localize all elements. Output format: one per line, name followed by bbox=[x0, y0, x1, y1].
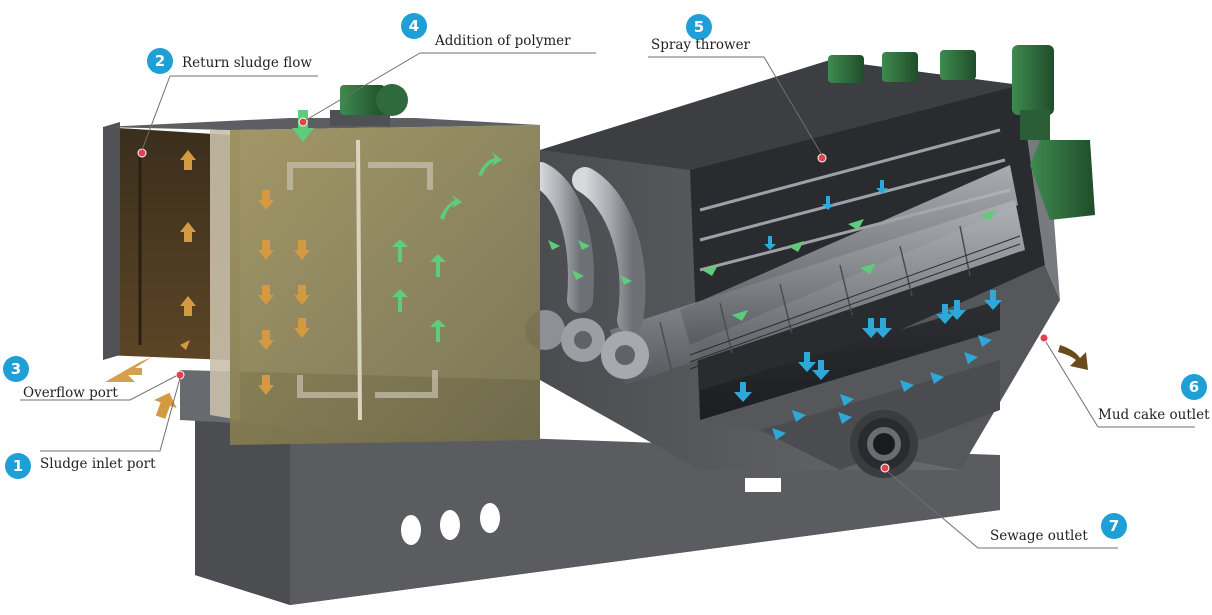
callout-6-label: Mud cake outlet bbox=[1098, 407, 1210, 423]
callout-6-badge: 6 bbox=[1181, 374, 1207, 400]
callout-5-badge: 5 bbox=[686, 14, 712, 40]
callout-1-badge: 1 bbox=[5, 453, 31, 479]
callout-4-label: Addition of polymer bbox=[435, 33, 571, 49]
callout-3-badge: 3 bbox=[3, 356, 29, 382]
base-hole bbox=[480, 503, 500, 533]
callout-5-label: Spray thrower bbox=[651, 37, 751, 53]
sludge-arrows bbox=[105, 150, 310, 419]
mixing-tank bbox=[103, 118, 540, 445]
drive-motors bbox=[828, 45, 1095, 220]
callout-2-badge: 2 bbox=[147, 48, 173, 74]
callout-1-label: Sludge inlet port bbox=[40, 456, 156, 472]
callout-7-label: Sewage outlet bbox=[990, 528, 1088, 544]
mud-cake-arrow bbox=[1058, 345, 1088, 370]
filtrate-arrows bbox=[734, 180, 1002, 440]
callout-7-badge: 7 bbox=[1101, 513, 1127, 539]
callout-4-badge: 4 bbox=[401, 13, 427, 39]
leader-lines bbox=[20, 52, 1195, 549]
base-slot bbox=[745, 478, 781, 492]
callout-3-label: Overflow port bbox=[23, 385, 118, 401]
screw-drums bbox=[610, 165, 1025, 385]
base-hole bbox=[401, 515, 421, 545]
callout-2-label: Return sludge flow bbox=[182, 55, 312, 71]
filtrate-trough bbox=[700, 300, 1000, 478]
mixer-motor bbox=[330, 84, 408, 126]
sewage-outlet-flange bbox=[850, 410, 918, 478]
feed-pipes bbox=[525, 162, 649, 379]
base-hole bbox=[440, 510, 460, 540]
